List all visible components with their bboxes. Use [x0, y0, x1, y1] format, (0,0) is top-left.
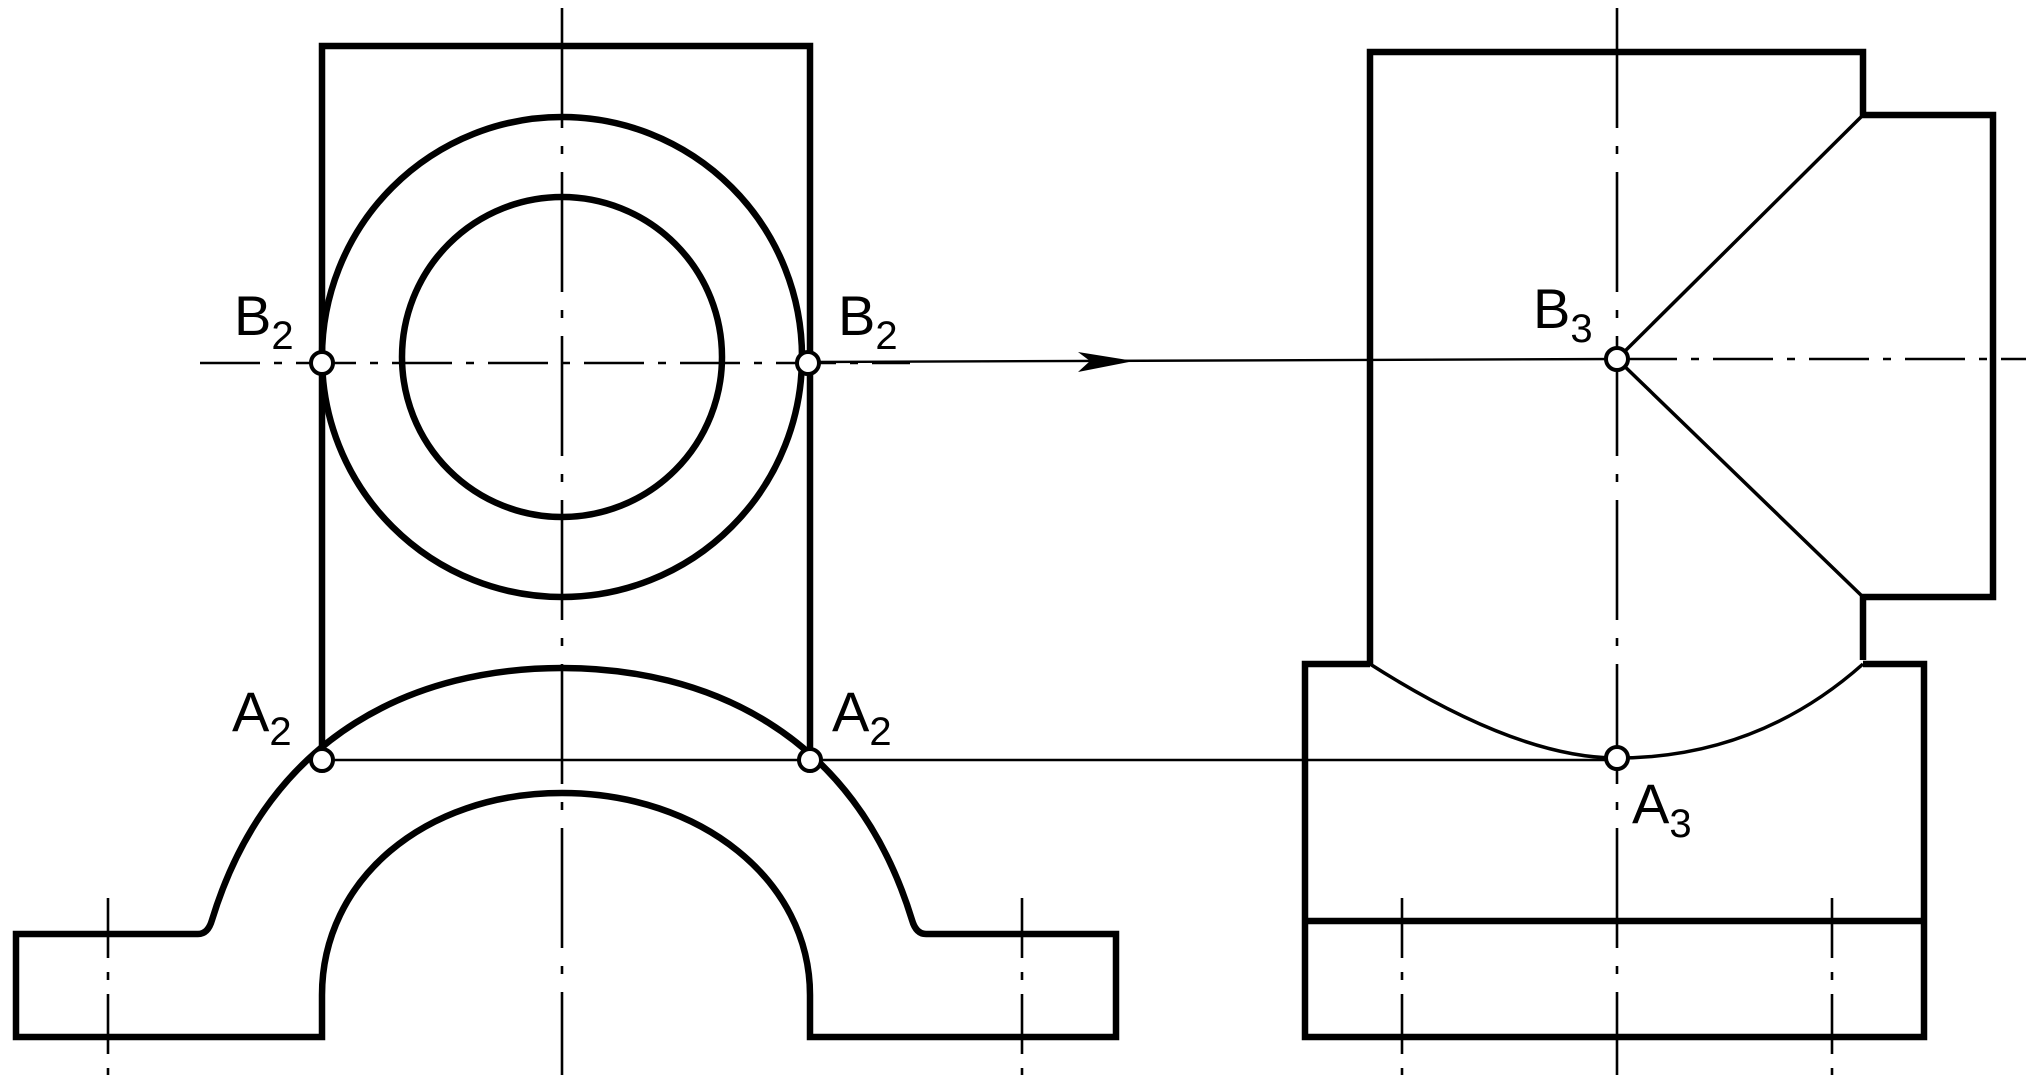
points	[309, 346, 1630, 773]
label-letter: B	[1533, 277, 1570, 340]
upper-body-outline	[1366, 48, 1997, 664]
side-view	[1301, 8, 2026, 1075]
label-a3: A3	[1632, 772, 1692, 846]
point-a2-left	[309, 747, 335, 773]
label-letter: B	[838, 284, 875, 347]
label-index: 2	[269, 710, 291, 754]
label-index: 2	[875, 314, 897, 358]
label-b3: B3	[1533, 277, 1593, 351]
label-a2-left: A2	[232, 680, 292, 754]
label-index: 2	[869, 710, 891, 754]
front-view	[12, 8, 1120, 1075]
point-a2-right	[797, 747, 823, 773]
point-labels: B2 B2 A2 A2 B3 A3	[232, 277, 1692, 846]
label-letter: A	[232, 680, 270, 743]
label-letter: A	[832, 680, 870, 743]
point-b2-right	[795, 350, 821, 376]
b-projection-line	[809, 357, 1618, 364]
label-letter: B	[234, 284, 271, 347]
label-index: 3	[1669, 802, 1691, 846]
base-outline	[12, 664, 1120, 1041]
label-b2-right: B2	[838, 284, 898, 358]
point-b2-left	[309, 350, 335, 376]
inner-circle	[398, 193, 726, 521]
label-letter: A	[1632, 772, 1670, 835]
projection-lines	[809, 352, 1618, 762]
label-b2-left: B2	[234, 284, 294, 358]
side-base-outline	[1301, 660, 1928, 1041]
projection-arrow-icon	[1078, 352, 1134, 372]
point-b3	[1604, 346, 1630, 372]
label-index: 2	[271, 314, 293, 358]
label-index: 3	[1570, 307, 1592, 351]
label-a2-right: A2	[832, 680, 892, 754]
boss-outline	[318, 42, 814, 757]
intersection-line-lower	[1615, 357, 1865, 599]
point-a3	[1604, 745, 1630, 771]
intersection-line-upper	[1615, 113, 1865, 361]
